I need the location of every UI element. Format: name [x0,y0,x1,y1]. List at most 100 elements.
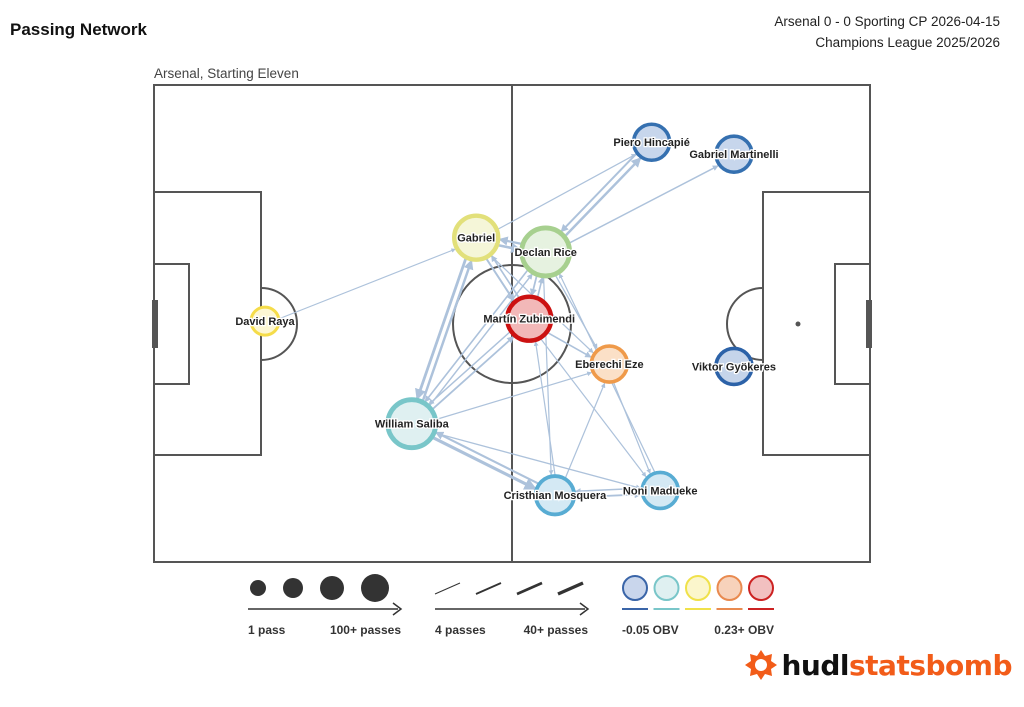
legend-obv-swatch [748,575,774,601]
pass-edge [536,276,545,299]
legend-width-line-4 [557,581,584,596]
legend-obv-max: 0.23+ OBV [714,623,774,637]
pass-edge [430,335,515,411]
player-node-mosquera: Cristhian Mosquera [502,474,608,517]
pass-edge [496,153,637,231]
player-label: Gabriel Martinelli [689,149,778,161]
player-node-gyokeres: Viktor Gyökeres [691,346,777,387]
competition-line: Champions League 2025/2026 [815,35,1000,50]
player-circle [640,470,681,511]
pass-edge [428,330,512,405]
pass-edge [421,259,474,404]
penalty-arc-left [260,287,298,361]
player-node-zubimendi: Martín Zubimendi [482,294,576,343]
player-label: Viktor Gyökeres [692,361,776,373]
pass-edge [415,256,468,401]
penalty-area-right [762,191,871,456]
pass-edge [491,254,521,300]
pass-edge [533,341,556,477]
chart-title: Passing Network [10,20,147,39]
pass-edge [434,371,593,421]
legend-width-arrow [579,602,590,616]
legend: 1 pass 100+ passes 4 passes 40+ passes -… [248,574,774,637]
pass-edge [428,273,533,408]
legend-size-dot-3 [320,576,344,600]
player-circle [589,344,630,384]
player-node-saliba: William Saliba [374,397,451,451]
center-circle [452,264,572,384]
player-label: Cristhian Mosquera [504,490,608,502]
legend-width-line-1 [434,582,461,595]
pass-edge [573,491,642,499]
player-node-martinelli: Gabriel Martinelli [688,134,780,174]
player-circle [249,305,281,337]
pass-edge [612,381,651,474]
match-line: Arsenal 0 - 0 Sporting CP 2026-04-15 [774,14,1000,29]
legend-obv-scale [622,575,774,610]
player-circle [452,213,501,262]
legend-size-arrow [392,602,403,616]
player-label: Declan Rice [514,247,576,259]
player-circle [385,397,439,451]
pass-edge [430,435,537,490]
player-circle [519,225,573,279]
legend-size-dot-2 [283,578,303,598]
statsbomb-logo-icon [745,650,778,680]
pass-edge [278,248,456,320]
goal-left [152,300,158,348]
pass-edge [495,242,522,254]
legend-width-line-3 [516,581,543,596]
penalty-spot-right [795,321,801,327]
pass-edge [567,165,719,245]
legend-size-dot-1 [250,580,266,596]
pass-edge [433,432,642,490]
logo-text-hudl: hudl [781,648,849,682]
legend-obv-swatch [622,575,648,601]
legend-width-max: 40+ passes [524,623,589,637]
player-node-gabriel: Gabriel [452,213,501,262]
pass-edge [434,431,541,486]
legend-size-dot-4 [361,574,389,602]
player-node-rice: Declan Rice [513,225,578,279]
goal-right [866,300,872,348]
player-circle [714,346,754,387]
legend-obv-min: -0.05 OBV [622,623,679,637]
pass-edge [574,487,643,494]
legend-width-min: 4 passes [435,623,486,637]
legend-size-max: 100+ passes [330,623,401,637]
legend-obv-swatch [653,575,680,601]
player-label: Eberechi Eze [575,359,643,371]
player-label: Martín Zubimendi [483,314,575,326]
pass-edge [424,268,530,403]
logo-text-statsbomb: statsbomb [849,648,1013,682]
legend-size-min: 1 pass [248,623,286,637]
legend-node-size: 1 pass 100+ passes [248,574,403,637]
player-label: Gabriel [457,233,495,245]
player-node-eze: Eberechi Eze [574,344,645,384]
pass-edge [529,273,538,297]
goal-area-left [153,263,190,385]
pass-edge [563,157,642,239]
legend-obv-swatch [685,575,711,601]
pass-edge [560,152,638,233]
player-label: William Saliba [375,419,450,431]
player-label: Piero Hincapié [613,137,689,149]
player-label: Noni Madueke [623,485,698,497]
match-info: Arsenal 0 - 0 Sporting CP 2026-04-15 Cha… [774,11,1000,53]
legend-edge-width: 4 passes 40+ passes [434,581,590,637]
player-node-hincapie: Piero Hincapié [612,122,691,163]
player-node-raya: David Raya [234,305,297,337]
pass-edge [498,236,524,246]
player-circle [533,474,577,517]
pass-edge [564,382,606,480]
pass-edge [539,337,647,478]
goal-area-right [834,263,871,385]
player-circle [714,134,754,174]
legend-obv-swatch [716,575,743,601]
player-circle [504,294,554,343]
player-node-madueke: Noni Madueke [622,470,699,511]
team-subtitle: Arsenal, Starting Eleven [154,66,299,81]
